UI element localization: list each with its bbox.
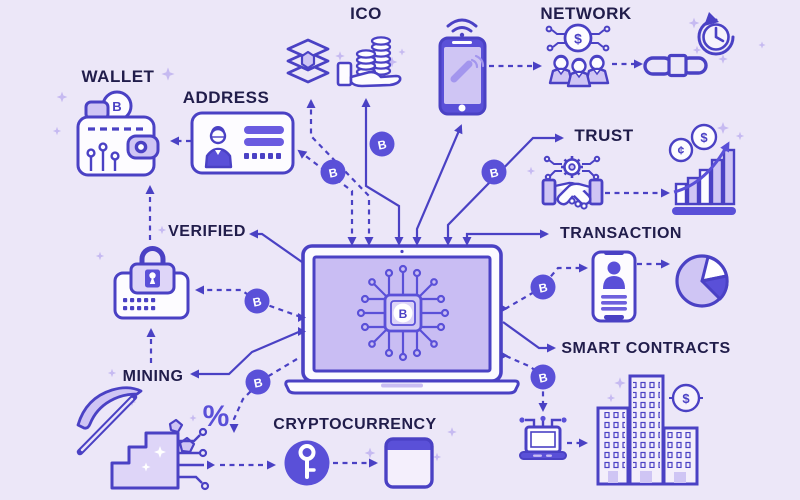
transaction-phone-icon <box>591 250 637 323</box>
mini-laptop-icon <box>519 415 567 460</box>
verified-lock-icon <box>113 246 190 320</box>
connector-hub-ico <box>361 98 401 243</box>
laptop-entry-arrows <box>298 237 508 360</box>
network-people-icon: $ <box>545 23 611 88</box>
dollar-symbol: $ <box>700 130 708 145</box>
ico-coins-hand-icon <box>336 36 402 88</box>
gear-icon <box>561 156 583 178</box>
connector-hub-transaction <box>465 229 549 243</box>
bitcoin-token: B <box>244 288 270 314</box>
label-verified: VERIFIED <box>168 223 246 240</box>
connector-hub-txphone <box>504 263 588 310</box>
pie-chart-icon <box>675 254 729 308</box>
cryptocurrency-key-icon <box>284 440 330 486</box>
bitcoin-token: B <box>530 364 556 390</box>
bitcoin-symbol: B <box>538 280 550 296</box>
buildings-dollar-symbol: $ <box>682 391 690 406</box>
id-card-text-bar <box>244 138 284 146</box>
label-transaction: TRANSACTION <box>560 225 682 242</box>
label-smart-contracts: SMART CONTRACTS <box>561 340 731 357</box>
connector-hub-smartcontracts <box>502 321 556 353</box>
bitcoin-symbol: B <box>328 165 340 181</box>
connector-hub-address <box>297 149 354 243</box>
network-dollar-symbol: $ <box>574 31 582 47</box>
connector-hub-phone <box>415 124 463 243</box>
history-clock-icon <box>697 12 735 56</box>
bitcoin-token: B <box>530 274 556 300</box>
token-layers-icon <box>286 38 330 84</box>
label-wallet: WALLET <box>81 67 155 86</box>
connector-hub-miningblocks <box>229 358 298 433</box>
dollar-coin-icon <box>671 383 701 413</box>
wallet-icon: B <box>76 90 160 177</box>
dollar-coin-icon <box>690 123 718 151</box>
id-card-person <box>204 147 233 169</box>
connector-hub-minilaptop <box>505 354 548 412</box>
mining-blocks-icon <box>110 427 215 491</box>
bitcoin-symbol: B <box>489 165 501 181</box>
label-network: NETWORK <box>540 4 632 23</box>
bitcoin-symbol: B <box>253 375 265 391</box>
bitcoin-token: B <box>245 369 271 395</box>
id-card-code-dots <box>244 153 281 159</box>
lock-code-dots <box>123 298 156 311</box>
mining-pickaxe-icon <box>76 386 143 456</box>
bitcoin-tokens: B B B B B B B <box>244 131 556 395</box>
wallet-coin-symbol: B <box>112 99 121 114</box>
bitcoin-symbol: B <box>538 370 550 386</box>
call-icon <box>450 54 485 83</box>
id-card-text-bar <box>244 126 284 134</box>
bitcoin-token: B <box>369 131 395 157</box>
cent-symbol: ¢ <box>678 144 685 158</box>
label-ico: ICO <box>350 4 382 23</box>
connector-hub-lock <box>195 285 302 319</box>
label-address: ADDRESS <box>182 88 270 107</box>
chip-bitcoin-symbol: B <box>399 307 408 321</box>
label-mining: MINING <box>122 368 184 385</box>
growth-chart-icon: ¢ $ <box>668 123 736 215</box>
wifi-icon <box>446 18 478 28</box>
laptop-hub-icon: B <box>284 237 520 395</box>
dollar-node-icon <box>563 23 593 53</box>
label-percent: % <box>202 400 230 433</box>
bitcoin-token: B <box>481 159 507 185</box>
address-id-card-icon <box>190 111 295 175</box>
connector-hub-verified <box>249 229 303 263</box>
bitcoin-symbol: B <box>252 294 264 310</box>
label-cryptocurrency: CRYPTOCURRENCY <box>273 416 437 433</box>
trust-handshake-icon <box>541 155 604 210</box>
office-buildings-icon: $ <box>596 374 703 486</box>
connector-hub-mining <box>190 329 302 379</box>
chain-link-icon <box>643 53 708 78</box>
cpu-chip-icon: B <box>356 264 450 362</box>
browser-window-icon <box>384 437 434 489</box>
bitcoin-token: B <box>320 159 346 185</box>
cent-coin-icon <box>668 137 694 163</box>
smartphone-icon <box>438 18 487 116</box>
label-trust: TRUST <box>574 126 634 145</box>
bitcoin-symbol: B <box>377 137 389 153</box>
